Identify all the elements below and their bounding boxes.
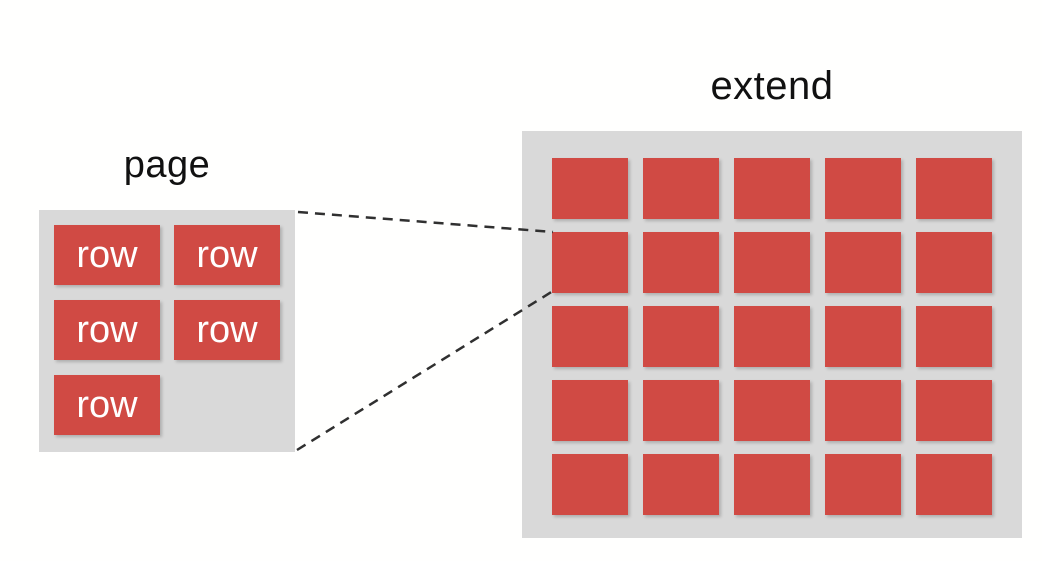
extend-cell bbox=[825, 454, 901, 515]
extend-cell bbox=[552, 158, 628, 219]
extend-cell bbox=[825, 380, 901, 441]
extend-panel-title: extend bbox=[710, 64, 834, 108]
extend-cell bbox=[552, 454, 628, 515]
extend-cell bbox=[734, 454, 810, 515]
extend-cell bbox=[643, 232, 719, 293]
extend-cell bbox=[916, 380, 992, 441]
extend-cell bbox=[734, 380, 810, 441]
extend-panel bbox=[522, 131, 1022, 538]
page-row-cell: row bbox=[54, 375, 160, 435]
extend-cell bbox=[734, 158, 810, 219]
extend-cell bbox=[552, 306, 628, 367]
page-row-cell: row bbox=[174, 300, 280, 360]
extend-cell bbox=[916, 232, 992, 293]
extend-cell bbox=[825, 158, 901, 219]
extend-cell bbox=[916, 158, 992, 219]
extend-cell bbox=[643, 158, 719, 219]
extend-cell bbox=[643, 380, 719, 441]
extend-cell bbox=[643, 454, 719, 515]
extend-cell bbox=[825, 232, 901, 293]
connector-line-bottom bbox=[296, 289, 554, 452]
page-row-cell: row bbox=[54, 300, 160, 360]
extend-cell bbox=[643, 306, 719, 367]
extend-cell bbox=[734, 306, 810, 367]
extend-cell bbox=[734, 232, 810, 293]
extend-cell bbox=[916, 306, 992, 367]
page-panel-title: page bbox=[123, 144, 211, 186]
extend-cell bbox=[552, 232, 628, 293]
extend-cell bbox=[825, 306, 901, 367]
page-row-cell: row bbox=[174, 225, 280, 285]
extend-cell bbox=[552, 380, 628, 441]
page-row-cell: row bbox=[54, 225, 160, 285]
extend-cell bbox=[916, 454, 992, 515]
connector-line-top bbox=[297, 210, 554, 234]
